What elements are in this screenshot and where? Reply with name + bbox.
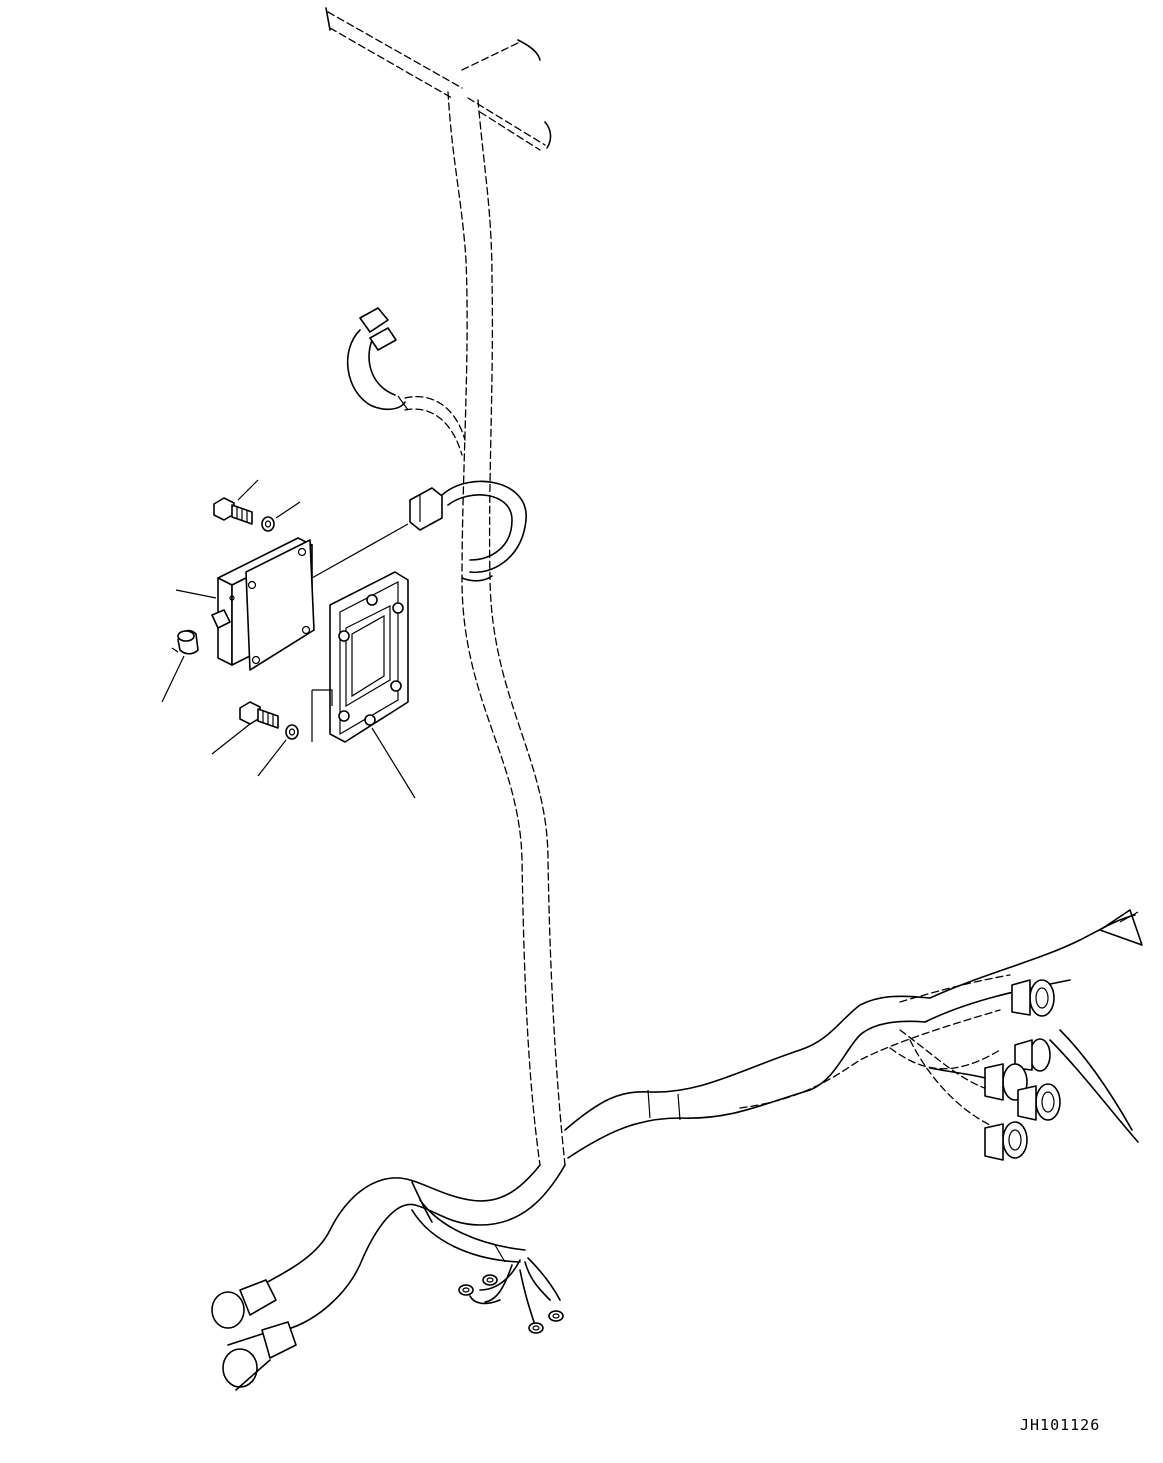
lower-connector-2: [222, 1321, 297, 1391]
upper-washer: [261, 501, 301, 532]
right-connector-5: [984, 1121, 1028, 1161]
right-connector-1: [1011, 979, 1055, 1017]
ring-terminals: [458, 1274, 564, 1334]
main-harness-trunk: [447, 91, 566, 1166]
switch-knob: [161, 629, 199, 703]
switch-connector-loop: [311, 480, 527, 579]
drawing-code-label: JH101126: [1020, 1416, 1101, 1434]
right-connector-2: [1014, 1038, 1051, 1072]
lower-washer: [257, 724, 299, 777]
lower-connector-1: [211, 1279, 277, 1329]
right-branch-harness: [564, 909, 1143, 1159]
switch-box: [175, 537, 315, 671]
upper-cross-harness: [325, 7, 552, 151]
lower-left-harness: [261, 1164, 566, 1331]
right-connector-4: [1017, 1083, 1061, 1121]
lower-bolt: [211, 701, 279, 755]
upper-bolt: [213, 479, 259, 525]
mounting-plate: [311, 571, 416, 799]
upper-connector-branch: [346, 307, 466, 456]
